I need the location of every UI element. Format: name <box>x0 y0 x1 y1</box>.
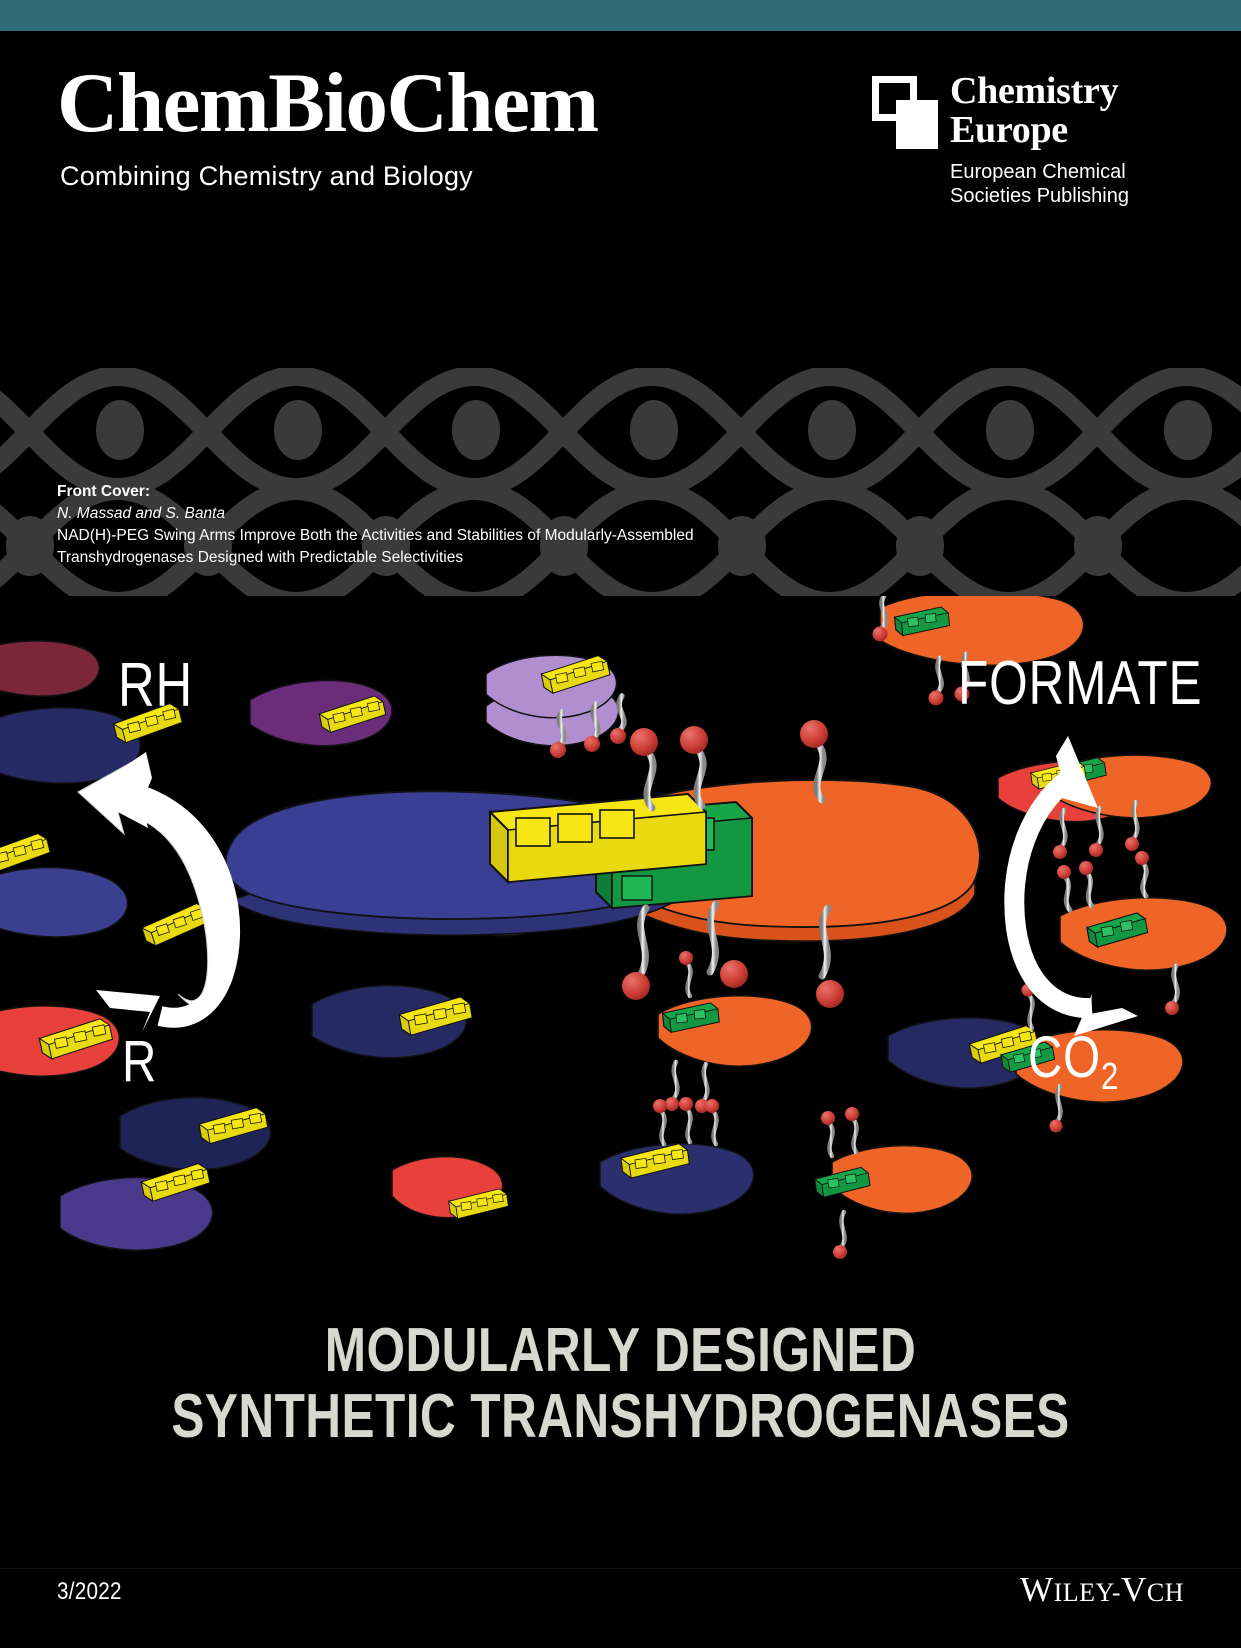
cover-caption: Front Cover: N. Massad and S. Banta NAD(… <box>57 481 817 570</box>
central-assembly <box>224 720 981 1008</box>
construct-top-right <box>872 596 1085 706</box>
construct-lower-middle-b <box>599 1097 755 1215</box>
publisher-w: W <box>1020 1570 1054 1609</box>
journal-title: ChemBioChem <box>57 56 599 150</box>
left-cycle-arrow-head <box>84 752 152 828</box>
yellow-main-brick <box>489 792 707 885</box>
label-co2: CO2 <box>1028 1024 1119 1099</box>
publisher-separator: - <box>1111 1578 1122 1607</box>
construct-right-bottom <box>887 983 1184 1133</box>
chemistry-europe-line1: Chemistry <box>950 70 1119 112</box>
chemistry-europe-subtitle-line1: European Chemical <box>950 160 1126 183</box>
construct-lower-middle-c <box>813 1107 973 1259</box>
chemistry-europe-line2: Europe <box>950 108 1068 151</box>
decorative-wave-pattern <box>0 368 1241 600</box>
construct-lower-middle-a <box>657 951 813 1113</box>
label-co2-subscript: 2 <box>1100 1056 1120 1098</box>
issue-number: 3/2022 <box>57 1578 122 1605</box>
right-cycle-arrow-head <box>1040 736 1098 808</box>
chemistry-europe-subtitle-line2: Societies Publishing <box>950 184 1129 207</box>
construct-top-middle <box>485 653 627 758</box>
cover-caption-label: Front Cover: <box>57 483 150 500</box>
cover-headline-line1: MODULARLY DESIGNED <box>324 1316 917 1385</box>
publisher-v: V <box>1121 1570 1147 1609</box>
construct-right-lower <box>1057 851 1228 1015</box>
cover-caption-authors: N. Massad and S. Banta <box>57 505 226 522</box>
cover-headline-line2: SYNTHETIC TRANSHYDROGENASES <box>171 1381 1070 1451</box>
left-cycle-arrow-body <box>127 782 241 1028</box>
right-cycle-arrow-body <box>1004 763 1093 1019</box>
masthead: ChemBioChem Combining Chemistry and Biol… <box>57 56 757 192</box>
label-formate: FORMATE <box>958 649 1203 718</box>
footer-divider <box>0 1568 1241 1569</box>
chemistry-europe-logo: Chemistry Europe European Chemical Socie… <box>872 72 1172 208</box>
cover-caption-title-line1: NAD(H)-PEG Swing Arms Improve Both the A… <box>57 527 694 544</box>
journal-tagline: Combining Chemistry and Biology <box>60 161 473 192</box>
cover-artwork: RH R FORMATE CO2 <box>0 596 1241 1296</box>
cover-headline: MODULARLY DESIGNED SYNTHETIC TRANSHYDROG… <box>124 1318 1117 1449</box>
right-cycle-arrow-tail <box>1074 994 1138 1036</box>
cover-caption-title-line2: Transhydrogenases Designed with Predicta… <box>57 549 464 567</box>
label-co2-main: CO <box>1028 1025 1101 1090</box>
chemistry-europe-mark-icon <box>872 76 940 149</box>
left-cycle-arrow-tail <box>96 990 160 1032</box>
label-rh: RH <box>118 651 194 720</box>
label-r: R <box>122 1029 158 1094</box>
publisher-iley: ILEY <box>1053 1578 1112 1607</box>
top-accent-bar <box>0 0 1241 31</box>
publisher-ch: CH <box>1146 1578 1184 1607</box>
publisher-wordmark: WILEY-VCH <box>1020 1570 1184 1610</box>
